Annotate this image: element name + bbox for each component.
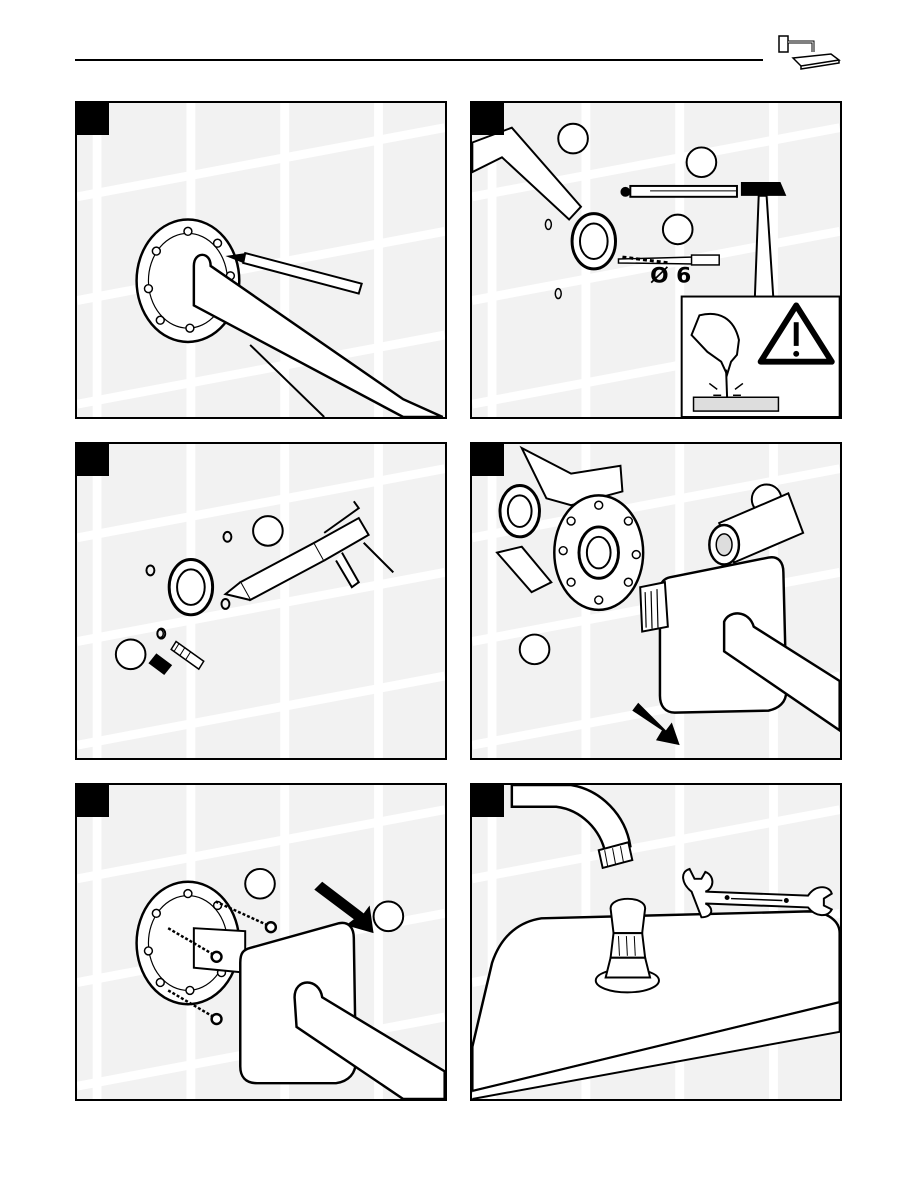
drill-mark [555,289,561,299]
shower-head [472,911,839,1099]
step-3-panel [75,442,447,760]
insert-anchors-illustration [77,444,445,758]
callout-circle [687,147,717,177]
callout-circle [558,124,588,154]
callout-circle [245,869,275,899]
wall-flange [554,495,643,610]
callout-circle [116,640,146,670]
step-4-panel [470,442,842,760]
drill-mark [545,220,551,230]
step-number-tab [77,103,109,135]
callout-circle [663,215,693,245]
step-5-panel [75,783,447,1101]
overhead-shower-icon [773,30,843,90]
wall-nipple [169,560,212,615]
screw-flange-illustration [77,785,445,1099]
step-1-panel [75,101,447,419]
step-number-tab [472,103,504,135]
arrow-icon [148,653,172,675]
drill-warning-inset [682,297,840,417]
chisel [620,186,737,197]
step-number-tab [77,444,109,476]
callout-circle [374,902,404,932]
step-6-panel [470,783,842,1101]
header-rule [75,59,763,61]
step-2-panel: Ø 6 [470,101,842,419]
drill-holes-illustration: Ø 6 [472,103,840,417]
wall-nipple [572,214,615,269]
wrench-icon [683,869,832,917]
mount-head-illustration [472,785,840,1099]
step-number-tab [77,785,109,817]
drill-diameter-label: Ø 6 [650,264,691,289]
mark-holes-illustration [77,103,445,417]
callout-circle [253,516,283,546]
attach-arm-illustration [472,444,840,758]
tile-grout [77,444,444,758]
callout-circle [520,635,550,665]
shower-arm [512,785,630,854]
step-number-tab [472,444,504,476]
step-number-tab [472,785,504,817]
wall-nipple [500,485,539,536]
